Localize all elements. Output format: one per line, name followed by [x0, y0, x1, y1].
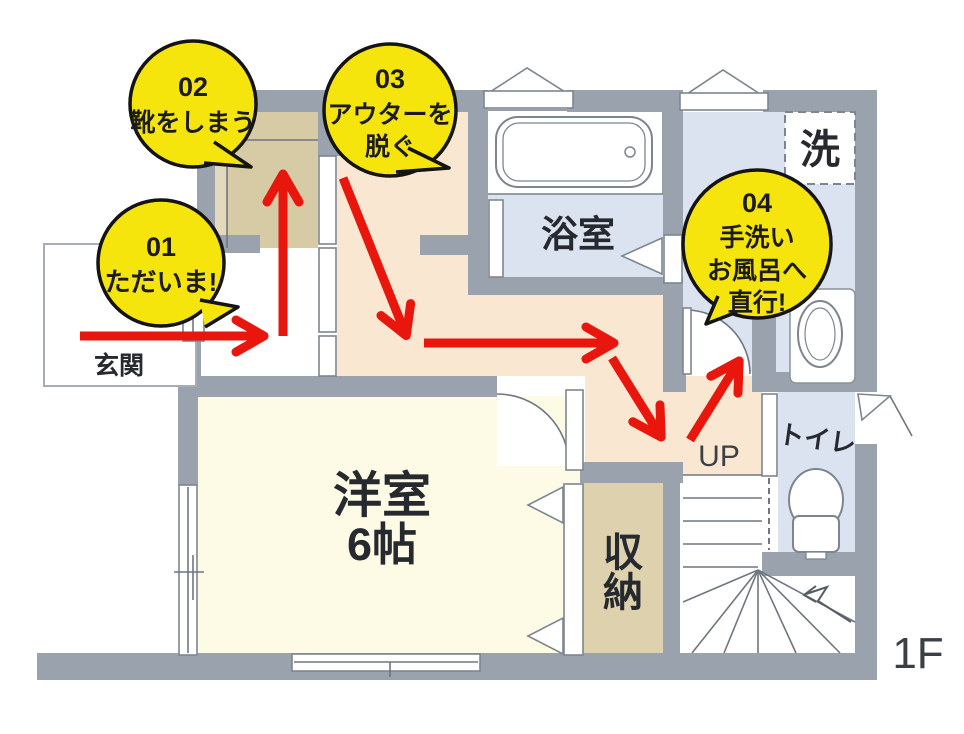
callout-text: アウターを	[327, 101, 452, 129]
callout-tail-edge	[704, 295, 738, 326]
flow-arrows	[80, 169, 744, 443]
entrance-label: 玄関	[94, 351, 144, 380]
sliding-door	[318, 247, 337, 333]
wall-segment	[763, 90, 877, 112]
callout-tail	[396, 148, 449, 172]
callout-number: 01	[146, 232, 176, 262]
wall-segment	[468, 93, 488, 277]
wall-segment	[855, 90, 877, 392]
callout-number: 02	[178, 72, 208, 102]
window-triangle-icon	[487, 67, 568, 93]
wall-segment	[855, 444, 877, 655]
staircase	[682, 474, 856, 654]
storage-label-char2: 納	[603, 571, 643, 615]
callout-text: お風呂へ	[707, 257, 807, 285]
fixtures	[495, 111, 856, 560]
wall-segment	[567, 90, 683, 112]
wall-segment	[663, 93, 683, 235]
stair-winder	[757, 569, 841, 654]
callout-bubble	[322, 42, 458, 178]
window-strip	[483, 90, 574, 109]
wall-segment	[178, 383, 198, 485]
callout-number: 03	[375, 64, 405, 94]
callout-01: 01 ただいま!	[96, 198, 240, 329]
stairs-up-label: UP	[698, 440, 740, 473]
flow-arrow-6	[686, 356, 744, 443]
storage-door	[563, 483, 584, 656]
wall-segment	[178, 376, 497, 397]
wall-segment	[468, 277, 683, 295]
wall-segment	[663, 483, 680, 655]
door-triangle-icon	[620, 236, 663, 276]
callout-04: 04 手洗い お風呂へ 直行!	[681, 168, 833, 326]
flow-arrow-3	[338, 176, 416, 341]
wall-segment	[580, 462, 683, 483]
stair-winder	[691, 569, 759, 654]
callout-text: 脱ぐ	[365, 132, 415, 161]
storage-floor	[583, 483, 663, 655]
door-triangle-icon	[526, 485, 564, 525]
callout-text: 靴をしまう	[130, 109, 255, 137]
floor-label: 1F	[892, 629, 943, 678]
toilet-base	[805, 551, 827, 560]
laundry-label: 洗	[800, 128, 840, 172]
callout-text: 直行!	[728, 289, 786, 317]
sliding-door	[318, 335, 337, 377]
bathroom-step	[488, 199, 504, 278]
stair-direction-arrow	[805, 585, 852, 623]
washroom-door-arc	[685, 309, 751, 375]
wall-segment	[663, 283, 683, 372]
washroom-door-leaf	[682, 307, 692, 375]
sliding-door	[318, 155, 337, 245]
callout-text: 手洗い	[719, 224, 794, 252]
callout-bubble	[96, 198, 226, 328]
toilet-door	[761, 393, 778, 477]
western-room-door-leaf	[565, 389, 584, 471]
washing-machine-pan	[784, 111, 856, 185]
room-labels: 玄関 浴室 洗 トイレ 洋室 6帖 収 納 UP 1F	[94, 128, 944, 678]
hallway-floor-stairhead	[683, 462, 762, 475]
stair-winder	[723, 569, 759, 654]
bathroom-door	[663, 234, 683, 284]
bathroom-label: 浴室	[541, 213, 615, 255]
callout-tail-edge	[203, 140, 253, 169]
stair-direction-arrowhead	[802, 585, 817, 603]
vanity-basin-inner	[804, 307, 836, 361]
western-room-size-label: 6帖	[347, 519, 417, 570]
stair-winder	[757, 569, 797, 654]
door-swing-line	[889, 395, 913, 437]
door-triangle-icon	[526, 616, 564, 656]
window-triangle-icon	[684, 69, 763, 95]
callout-bubble	[128, 39, 258, 169]
storage-label-char1: 収	[603, 531, 643, 575]
bathtub	[495, 116, 653, 188]
callout-tail-edge	[395, 146, 451, 174]
door-triangle-icon	[857, 393, 893, 422]
stair-winder	[682, 569, 759, 603]
western-room-label: 洋室	[333, 469, 431, 523]
bathtub-drain	[624, 146, 636, 158]
wall-segment	[420, 235, 470, 255]
callout-tail-edge	[199, 298, 240, 329]
bathtub-inner	[502, 122, 646, 182]
callout-bubble	[681, 168, 833, 320]
window-strip	[679, 92, 769, 111]
callout-02: 02 靴をしまう	[128, 39, 258, 169]
callout-03: 03 アウターを 脱ぐ	[322, 42, 458, 178]
toilet-tank	[792, 515, 840, 553]
western-room-door-swing	[497, 394, 569, 466]
wall-segment	[663, 372, 686, 392]
callout-text: ただいま!	[105, 267, 218, 297]
callout-tail	[706, 296, 737, 324]
flow-arrow-5	[608, 355, 666, 442]
callout-number: 04	[742, 188, 772, 218]
